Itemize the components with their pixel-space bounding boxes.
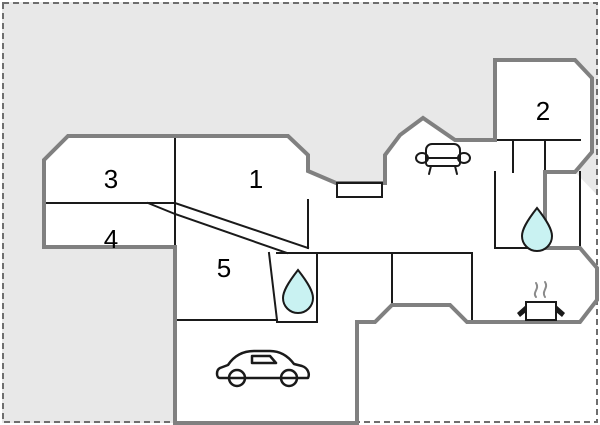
sofa-seat — [425, 157, 461, 167]
building-interior-fill — [44, 60, 597, 423]
exterior-wall-outline — [42, 58, 599, 425]
cooking-pot-icon — [517, 281, 565, 321]
room-label-3: 3 — [104, 164, 118, 194]
water-droplet-icon — [520, 206, 554, 252]
pot-handle-left — [517, 305, 526, 317]
car-body — [215, 349, 310, 380]
droplet-shape — [520, 206, 554, 252]
sofa-backrest — [425, 143, 461, 159]
room-label-2: 2 — [536, 96, 550, 126]
room-label-1: 1 — [249, 164, 263, 194]
interior-walls-group — [43, 135, 581, 323]
car-wheel-rear — [227, 368, 247, 388]
car-window — [250, 354, 278, 365]
car-wheel-front — [279, 368, 299, 388]
pot-body — [525, 301, 557, 321]
sofa-icon — [415, 143, 471, 175]
pot-handle-right — [556, 305, 565, 317]
car-icon — [215, 349, 310, 388]
water-droplet-icon — [281, 268, 315, 314]
droplet-shape — [281, 268, 315, 314]
sofa-armrest-right — [457, 152, 471, 164]
sofa-leg-right — [454, 165, 458, 175]
sofa-armrest-left — [415, 152, 429, 164]
room-label-5: 5 — [217, 253, 231, 283]
connector-passage — [336, 182, 383, 198]
steam-wisp-left — [533, 282, 539, 298]
room-label-4: 4 — [104, 224, 118, 254]
steam-wisp-right — [542, 281, 548, 298]
wall-room5-right-angled — [267, 251, 279, 322]
sofa-leg-left — [428, 165, 432, 175]
